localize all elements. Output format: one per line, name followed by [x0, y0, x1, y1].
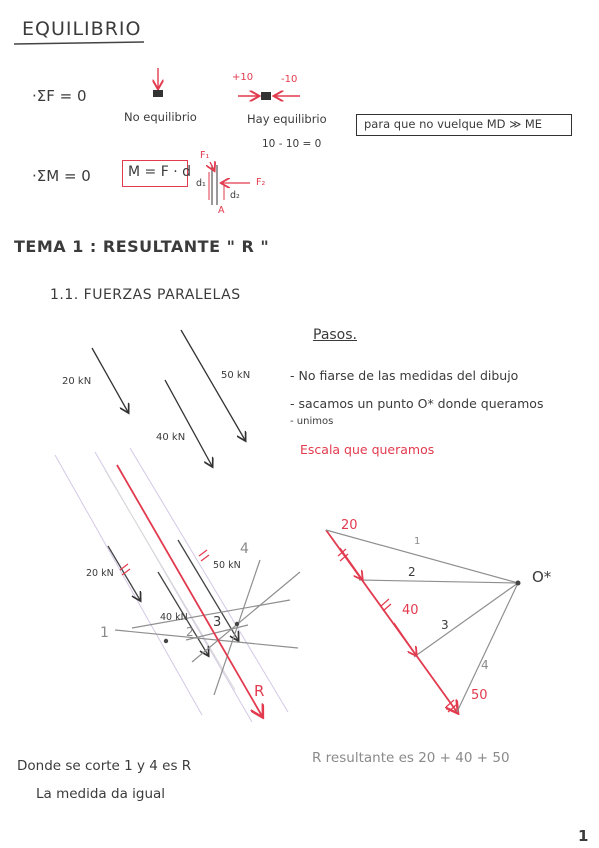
overturn-note: para que no vuelque MD ≫ ME [364, 117, 543, 131]
force-40-label: 40 kN [156, 432, 186, 443]
plus-ten-label: +10 [232, 72, 254, 83]
step-3: - unimos [290, 416, 334, 427]
steps-title: Pasos. [313, 327, 357, 343]
equilibrium-diagram [238, 92, 300, 100]
funicular-20-label: 20 kN [86, 568, 114, 579]
force-polygon [325, 529, 521, 712]
page-number: 1 [578, 827, 589, 845]
step-1: - No fiarse de las medidas del dibujo [290, 368, 519, 383]
polygon-line-2: 2 [408, 565, 416, 579]
scale-note: Escala que queramos [300, 442, 435, 457]
moment-diagram [209, 162, 250, 205]
section-title: 1.1. FUERZAS PARALELAS [50, 287, 241, 303]
f1-label: F₁ [200, 150, 210, 161]
funicular-40-label: 40 kN [160, 612, 188, 623]
funicular-diagram [54, 447, 301, 723]
funicular-line-3: 3 [213, 615, 222, 630]
sum-forces-equation: ·ΣF = 0 [32, 87, 87, 105]
polygon-20-label: 20 [341, 518, 358, 533]
resultant-line [116, 464, 262, 716]
resultant-label: R [254, 682, 265, 700]
overturn-note-box [356, 114, 572, 136]
topic-title: TEMA 1 : RESULTANTE " R " [14, 237, 270, 256]
conclusion-line-2: La medida da igual [36, 786, 166, 802]
pole-label: O* [532, 568, 552, 586]
force-50-label: 50 kN [221, 370, 251, 381]
no-equilibrium-label: No equilibrio [124, 110, 197, 124]
page-title: EQUILIBRIO [22, 18, 142, 40]
funicular-line-2: 2 [186, 625, 194, 639]
step-2: - sacamos un punto O* donde queramos [290, 396, 544, 411]
polygon-line-4: 4 [481, 658, 489, 672]
polygon-line-1: 1 [414, 536, 421, 547]
equilibrium-calc: 10 - 10 = 0 [262, 138, 322, 150]
f2-label: F₂ [256, 177, 266, 188]
conclusion-line-1: Donde se corte 1 y 4 es R [17, 758, 192, 774]
minus-ten-label: -10 [281, 74, 298, 85]
force-50-arrow [180, 329, 245, 440]
force-20-label: 20 kN [62, 376, 92, 387]
resultant-sum: R resultante es 20 + 40 + 50 [312, 750, 510, 766]
moment-formula-box [122, 160, 188, 187]
funicular-line-1: 1 [100, 625, 109, 641]
d2-label: d₂ [230, 190, 240, 201]
no-equilibrium-diagram [153, 68, 163, 97]
polygon-40-label: 40 [402, 603, 419, 618]
funicular-50-label: 50 kN [213, 560, 241, 571]
point-a-label: A [218, 205, 225, 216]
force-20-arrow [91, 347, 128, 412]
funicular-line-4: 4 [240, 541, 249, 557]
moment-formula: M = F · d [128, 164, 191, 180]
equilibrium-label: Hay equilibrio [247, 112, 327, 126]
sum-moments-equation: ·ΣM = 0 [32, 167, 91, 185]
force-vectors [91, 329, 245, 466]
force-40-arrow [164, 379, 212, 466]
polygon-line-3: 3 [441, 618, 449, 632]
d1-label: d₁ [196, 178, 206, 189]
polygon-50-label: 50 [471, 688, 488, 703]
title-underline [13, 41, 145, 45]
